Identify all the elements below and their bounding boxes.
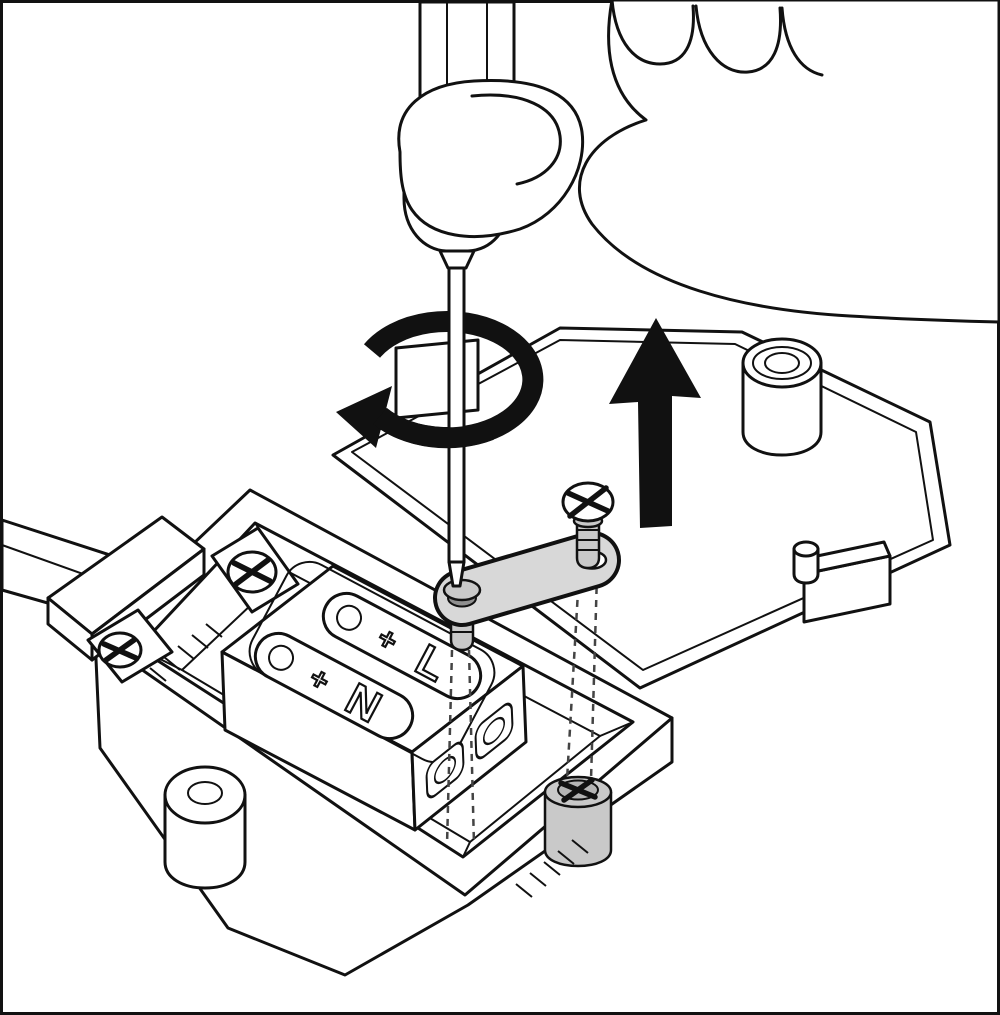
lift-arrow-icon <box>609 318 701 528</box>
screw-left-phillips-icon <box>101 637 139 663</box>
fingertip-1 <box>610 0 695 66</box>
lever-body <box>321 591 483 701</box>
wire-entry-hole <box>482 716 506 746</box>
clamp-mount-tab <box>394 338 480 420</box>
fingertip-3 <box>780 6 824 77</box>
alignment-dashes-right <box>565 573 599 781</box>
lever-body <box>253 631 415 741</box>
strain-relief-back <box>149 623 223 682</box>
cable-gland-ring <box>752 346 812 380</box>
rotation-band-front <box>373 407 494 449</box>
screw-back-phillips-icon <box>231 557 273 587</box>
hand-body <box>578 0 1000 324</box>
strain-relief-front <box>515 839 589 898</box>
mount-boss-left-top <box>163 765 247 825</box>
wire-entry-frame <box>474 702 514 760</box>
junction-box-base: + L + N <box>0 488 674 977</box>
wire-entry-frame <box>425 741 465 799</box>
terminal-lever-neutral: + N <box>253 631 415 741</box>
lever-hole <box>268 644 295 671</box>
wire-entry-2 <box>474 702 514 760</box>
cover-post-top <box>792 540 820 558</box>
thumb <box>397 78 585 239</box>
wire-entry-1 <box>425 741 465 799</box>
mount-boss-right-body <box>543 792 613 868</box>
base-front-rim <box>93 635 674 897</box>
screwdriver-shaft <box>447 264 466 564</box>
rotation-arrowhead <box>336 386 392 448</box>
cable-gland-hole <box>764 352 800 374</box>
clamp-screw-right-shank <box>575 518 601 570</box>
cover-inner-rim <box>351 339 934 671</box>
thumbnail <box>470 93 562 186</box>
clamp-screw-right-threads <box>577 529 599 551</box>
wire-entry-hole <box>433 755 457 785</box>
cable-clamp-assembly <box>433 481 621 846</box>
terminal-block: + L + N <box>220 560 528 832</box>
mount-boss-left-hole <box>187 781 223 805</box>
cable-gland-body <box>741 361 823 457</box>
lever-hole <box>336 604 363 631</box>
clamp-screw-right-phillips-icon <box>565 485 611 519</box>
fingertip-2 <box>694 4 783 74</box>
alignment-dashes-left <box>445 649 476 846</box>
hand-icon <box>397 0 1000 324</box>
cover-post-body <box>792 547 820 585</box>
screwdriver-tip <box>447 560 466 588</box>
boss-screw-phillips-icon <box>558 777 598 803</box>
clamp-plate <box>437 535 617 623</box>
screwdriver-ferrule <box>438 249 476 270</box>
